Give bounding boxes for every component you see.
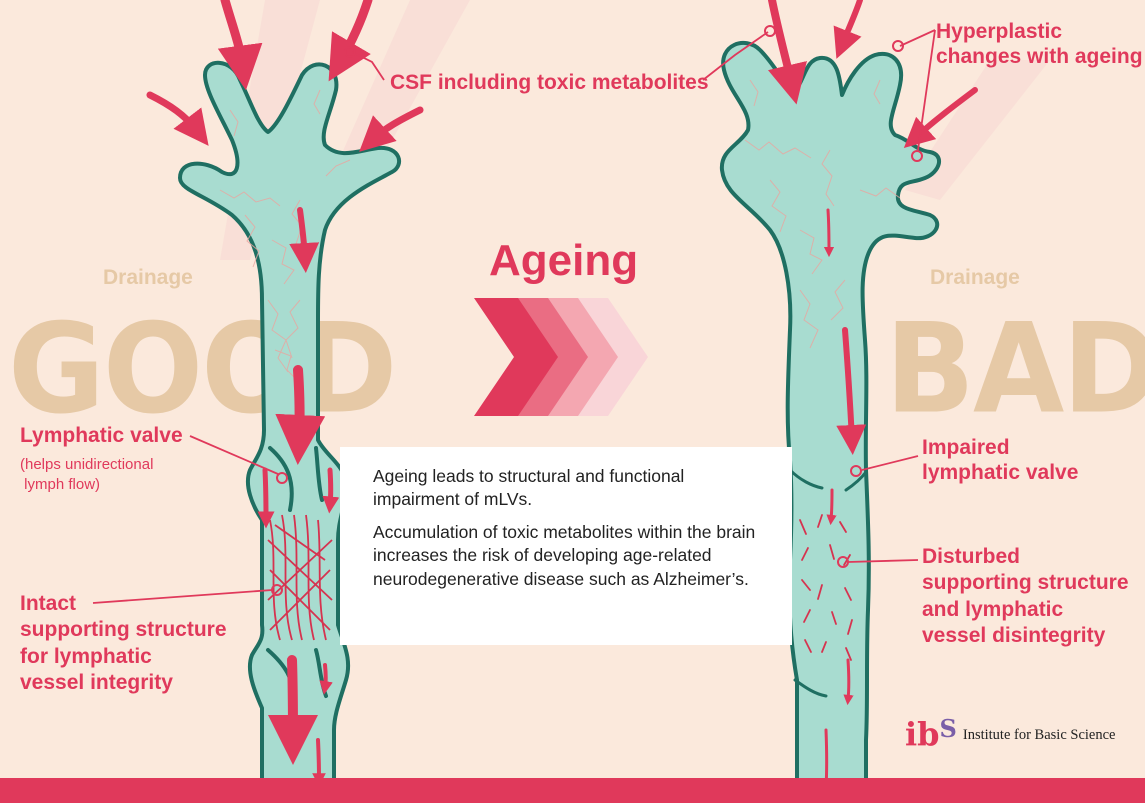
hyperplastic-label: Hyperplastic changes with ageing	[936, 20, 1143, 70]
left-support-label: Intact supporting structure for lymphati…	[20, 591, 227, 696]
ibs-logo: ibS Institute for Basic Science	[905, 718, 1115, 750]
right-disturbed-label: Disturbed supporting structure and lymph…	[922, 544, 1129, 649]
info-box: Ageing leads to structural and functiona…	[340, 447, 792, 645]
ageing-title: Ageing	[489, 236, 638, 286]
info-paragraph: Ageing leads to structural and functiona…	[373, 465, 768, 512]
ibs-logo-mark-ib: ib	[905, 715, 940, 753]
csf-label: CSF including toxic metabolites	[390, 71, 709, 96]
info-paragraph: Accumulation of toxic metabolites within…	[373, 521, 768, 591]
right-lymphatic-vessel	[722, 43, 939, 803]
bottom-bar	[0, 778, 1145, 803]
ibs-logo-text: Institute for Basic Science	[963, 727, 1116, 744]
left-valve-note: (helps unidirectional lymph flow)	[20, 455, 153, 496]
ageing-chevron	[474, 298, 648, 416]
left-valve-label: Lymphatic valve	[20, 424, 183, 449]
ibs-logo-mark-s: S	[940, 714, 957, 743]
right-valve-label: Impaired lymphatic valve	[922, 436, 1078, 486]
ibs-logo-mark: ibS	[905, 718, 957, 750]
